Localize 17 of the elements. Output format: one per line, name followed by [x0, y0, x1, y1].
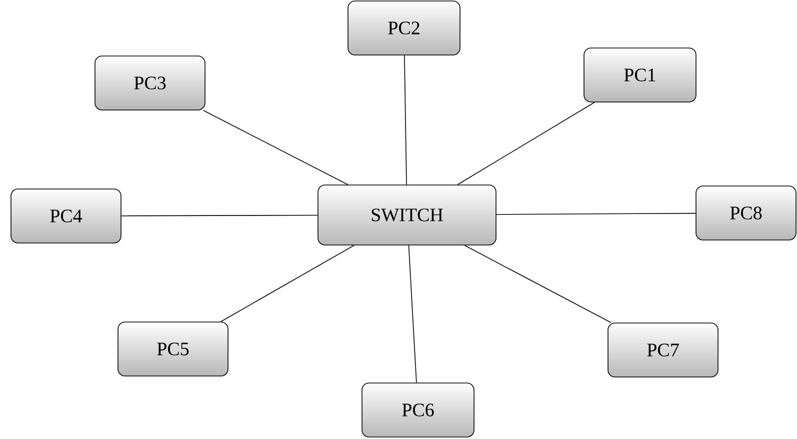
pc-box: PC1 — [584, 48, 696, 102]
connection-line — [408, 245, 417, 383]
connection-line — [457, 102, 595, 185]
switch-box: SWITCH — [318, 184, 496, 246]
connection-line — [121, 214, 318, 216]
pc-box: PC5 — [118, 322, 228, 376]
pc-box: PC4 — [10, 188, 122, 244]
connection-line — [220, 245, 354, 322]
pc-box: PC2 — [348, 0, 460, 56]
connection-line — [404, 55, 407, 185]
pc-box: PC6 — [362, 382, 474, 438]
pc-box: PC8 — [696, 186, 796, 240]
connection-line — [464, 245, 612, 323]
connection-line — [202, 110, 348, 185]
connection-line — [496, 212, 696, 215]
pc-box: PC7 — [608, 322, 718, 378]
pc-box: PC3 — [94, 56, 206, 110]
